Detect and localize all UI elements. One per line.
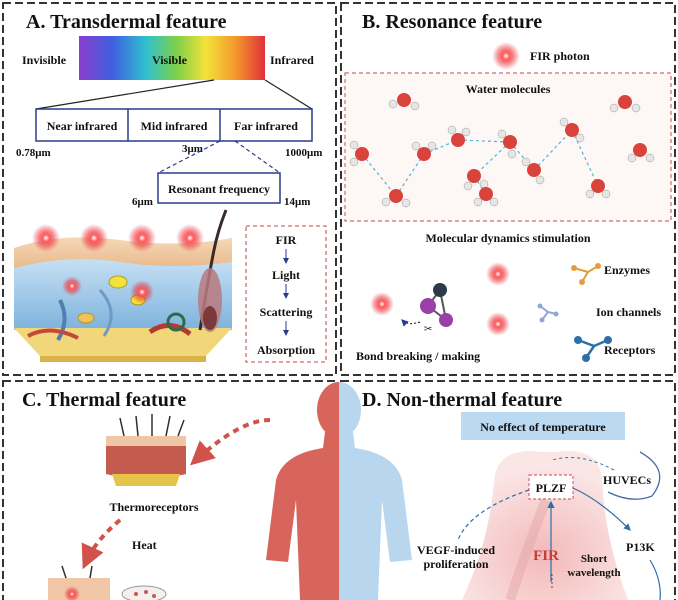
short-wavelength-line2: wavelength: [567, 567, 620, 579]
resonant-zoom-left: [157, 140, 221, 174]
water-molecule-group: [349, 93, 655, 208]
visible-label: Visible: [152, 53, 188, 67]
plzf-to-p13k: [572, 487, 631, 531]
panel-b-frame: [340, 2, 676, 376]
plzf-label: PLZF: [536, 481, 567, 495]
ion-channels-label: Ion channels: [596, 305, 661, 319]
tick-6um: 6μm: [132, 196, 153, 208]
zoom-line-left: [35, 79, 215, 110]
tick-14um: 14μm: [284, 196, 310, 208]
skin-illustration: [14, 209, 232, 362]
enzymes-label: Enzymes: [604, 263, 650, 277]
receptors-label: Receptors: [604, 343, 656, 357]
fir-label: FIR: [533, 548, 559, 564]
fir-glow-a4: [176, 224, 204, 252]
flow-scattering: Scattering: [260, 305, 313, 319]
tick-1000um: 1000μm: [285, 147, 322, 159]
fir-droplet: [462, 451, 628, 600]
band-far-infrared: Far infrared: [234, 119, 298, 133]
resonant-zoom-right: [234, 140, 281, 174]
petri-dish: [121, 585, 167, 600]
panel-a-title: A. Transdermal feature: [26, 11, 227, 33]
flow-absorption: Absorption: [257, 343, 315, 357]
spectrum-bar: [79, 36, 265, 80]
droplet-inner: [505, 498, 551, 600]
p13k-label: P13K: [626, 540, 655, 554]
fir-glow-a1: [32, 224, 60, 252]
svg-text:✂: ✂: [424, 324, 432, 335]
infrared-label: Infrared: [270, 53, 314, 67]
ion-channels-icon: [537, 303, 559, 323]
resonant-box: [157, 172, 281, 204]
panel-d-title: D. Non-thermal feature: [362, 389, 562, 411]
no-effect-label: No effect of temperature: [480, 420, 606, 434]
no-effect-box: [461, 412, 625, 440]
vegf-label-line2: proliferation: [423, 557, 488, 571]
heated-skin: [48, 565, 110, 600]
thermal-arrow-1: [190, 418, 271, 466]
plzf-to-vegf: [457, 489, 530, 541]
fir-glow-a5: [62, 276, 82, 296]
short-wavelength-line1: Short: [581, 553, 608, 565]
fir-photon-glow: [492, 42, 520, 70]
thermal-arrow-2: [81, 518, 122, 570]
huvecs-link: [551, 457, 615, 471]
heat-label: Heat: [132, 538, 157, 552]
bond-label: Bond breaking / making: [356, 349, 480, 363]
thermoreceptor-skin: [106, 414, 186, 486]
panel-b-title: B. Resonance feature: [362, 11, 542, 33]
plzf-box: [528, 474, 574, 500]
enzymes-icon: [571, 263, 601, 285]
huvecs-label: HUVECs: [603, 473, 651, 487]
ir-band-box: [35, 108, 313, 142]
flow-light: Light: [272, 268, 300, 282]
water-molecules-label: Water molecules: [466, 82, 551, 96]
fir-glow-a2: [80, 224, 108, 252]
molecular-dynamics-label: Molecular dynamics stimulation: [425, 231, 590, 245]
zoom-line-right: [264, 79, 313, 110]
human-silhouette: [266, 382, 412, 600]
fir-glow-b3: [486, 312, 510, 336]
fir-glow-b1: [370, 292, 394, 316]
receptors-icon: [574, 336, 612, 362]
flow-fir: FIR: [276, 233, 297, 247]
tick-078um: 0.78μm: [16, 147, 51, 159]
vegf-label-line1: VEGF-induced: [417, 543, 495, 557]
fir-photon-label: FIR photon: [530, 49, 590, 63]
bond-molecule: ✂: [401, 283, 453, 335]
fir-glow-a3: [128, 224, 156, 252]
panel-a-frame: [2, 2, 337, 376]
huvecs-bubble: [607, 451, 661, 500]
fir-glow-a6: [130, 280, 154, 304]
invisible-label: Invisible: [22, 53, 67, 67]
band-near-infrared: Near infrared: [47, 119, 118, 133]
thermoreceptors-label: Thermoreceptors: [109, 500, 198, 514]
band-mid-infrared: Mid infrared: [141, 119, 208, 133]
p13k-link: [649, 559, 661, 600]
fir-glow-b2: [486, 262, 510, 286]
resonant-frequency-label: Resonant frequency: [168, 182, 270, 196]
panel-c-title: C. Thermal feature: [22, 389, 186, 411]
tick-3um: 3μm: [182, 143, 203, 155]
